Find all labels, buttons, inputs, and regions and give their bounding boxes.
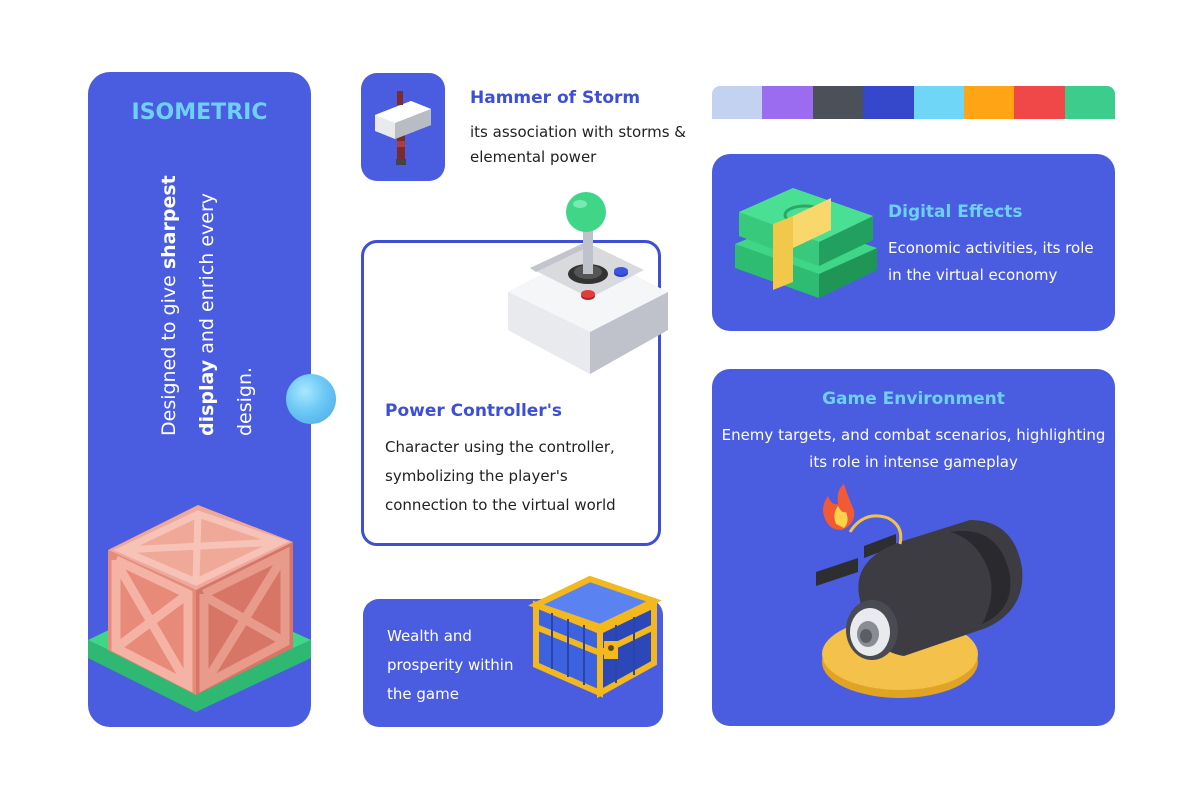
cannon-icon xyxy=(816,484,1023,698)
controller-title: Power Controller's xyxy=(385,401,563,421)
panel-title: ISOMETRIC xyxy=(131,100,268,125)
tagline-bold-2: display xyxy=(196,359,218,436)
digital-effects-description: Economic activities, its role in the vir… xyxy=(888,239,1094,284)
game-environment-description: Enemy targets, and combat scenarios, hig… xyxy=(721,426,1106,471)
chest-description: Wealth and prosperity within the game xyxy=(387,627,514,703)
digital-effects-title: Digital Effects xyxy=(888,202,1023,222)
tagline-text-2: and enrich every xyxy=(196,192,218,360)
palette-swatch xyxy=(1064,86,1115,119)
palette-swatch xyxy=(1014,86,1065,119)
crate-icon xyxy=(88,505,311,712)
color-palette xyxy=(712,86,1115,119)
palette-swatch xyxy=(963,86,1015,119)
palette-swatch xyxy=(812,86,864,119)
panel-tagline: Designed to give sharpest display and en… xyxy=(150,166,264,436)
tagline-bold: sharpest xyxy=(158,175,180,270)
joystick-icon xyxy=(508,192,668,374)
money-stack-icon xyxy=(735,188,877,298)
palette-swatch xyxy=(913,86,964,119)
tagline-text: Designed to give xyxy=(158,269,180,436)
palette-swatch xyxy=(762,86,813,119)
controller-description: Character using the controller, symboliz… xyxy=(385,438,616,514)
hammer-icon xyxy=(375,91,431,165)
game-environment-title: Game Environment xyxy=(822,389,1005,409)
hammer-description: its association with storms & elemental … xyxy=(470,123,686,166)
palette-swatch xyxy=(712,86,763,119)
hammer-title: Hammer of Storm xyxy=(470,88,641,108)
panel-slider-handle[interactable] xyxy=(286,374,336,424)
tagline-text-3: design. xyxy=(234,366,256,436)
treasure-chest-icon xyxy=(528,575,662,699)
palette-swatch xyxy=(863,86,914,119)
